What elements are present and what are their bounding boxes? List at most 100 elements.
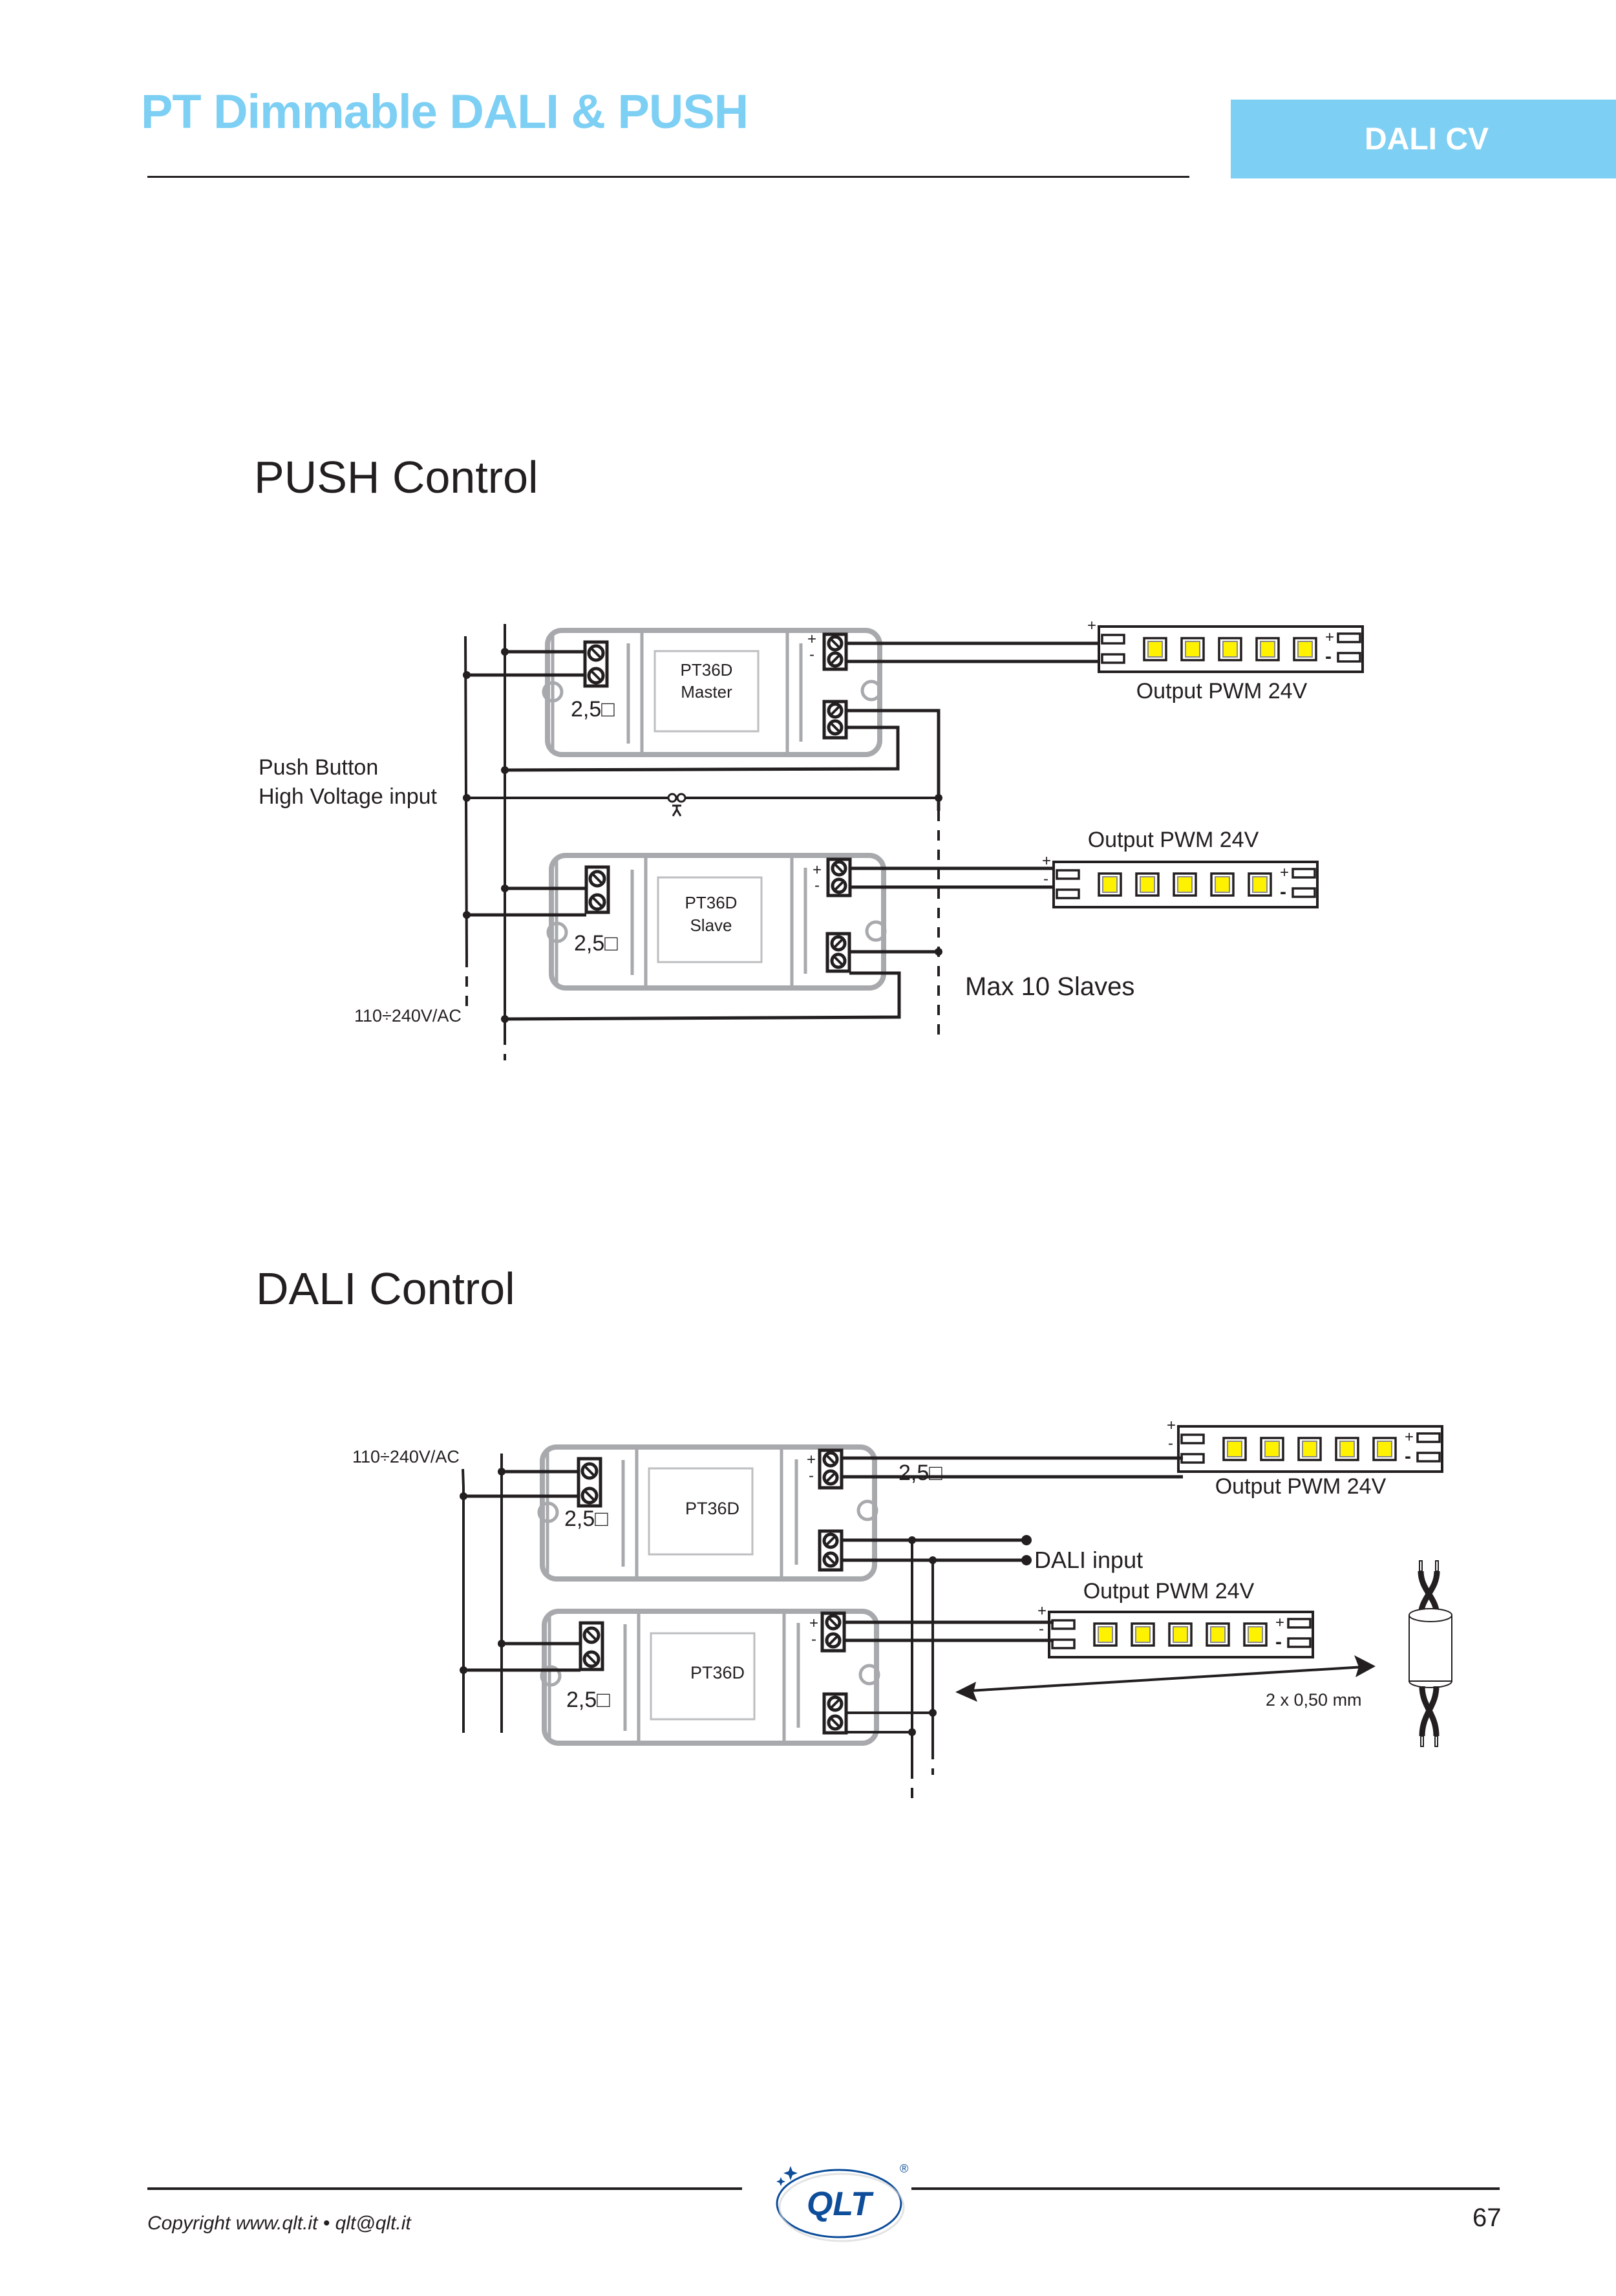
- master-device: PT36D Master 2,5□ + -: [542, 628, 882, 757]
- minus-label: -: [811, 1631, 816, 1648]
- strip-pad-minus: [1051, 1638, 1076, 1649]
- led-chip: [1339, 1441, 1355, 1457]
- output-wire-section-label: 2,5□: [898, 1461, 942, 1485]
- strip-minus-label: -: [1043, 870, 1048, 888]
- dali-device-1: PT36D 2,5□ + -: [537, 1444, 878, 1582]
- strip-minus-end-label: -: [1280, 881, 1286, 903]
- device-label-box: [657, 876, 763, 963]
- led-chip: [1227, 1441, 1242, 1457]
- strip-pad-minus: [1056, 888, 1080, 899]
- wire-section-label: 2,5□: [574, 931, 618, 956]
- strip-pad-plus-end: [1292, 868, 1316, 879]
- output-label: Output PWM 24V: [1136, 679, 1308, 703]
- plus-label: +: [807, 1451, 816, 1468]
- dali-input-terminal-b: [1021, 1555, 1032, 1565]
- strip-pad-minus-end: [1287, 1637, 1312, 1648]
- led-chip: [1098, 1626, 1113, 1643]
- device-model: PT36D: [681, 660, 733, 680]
- strip-minus-end-label: -: [1325, 646, 1332, 667]
- led-chip: [1302, 1441, 1317, 1457]
- twisted-pair-cable-icon: [1409, 1560, 1452, 1747]
- strip-plus-label: +: [1042, 852, 1051, 870]
- led-chip: [1135, 1626, 1151, 1643]
- page-number: 67: [1472, 2204, 1502, 2232]
- dali-input-terminal-a: [1021, 1535, 1032, 1545]
- led-chip: [1260, 641, 1275, 658]
- output-label: Output PWM 24V: [1088, 828, 1259, 852]
- header-divider: [147, 176, 1189, 178]
- arrow-right-icon: [1354, 1655, 1376, 1677]
- device-label-box: [648, 1467, 754, 1556]
- strip-pad-minus-end: [1416, 1452, 1441, 1463]
- wire-section-label: 2,5□: [571, 697, 615, 722]
- strip-pad-plus: [1056, 869, 1080, 880]
- strip-plus-end-label: +: [1325, 628, 1334, 646]
- mains-voltage-label: 110÷240V/AC: [352, 1447, 460, 1466]
- dali-control-title: DALI Control: [256, 1263, 515, 1314]
- strip-pad-minus-end: [1292, 887, 1316, 898]
- led-chip: [1177, 876, 1193, 893]
- strip-minus-end-label: -: [1275, 1631, 1282, 1653]
- mains-voltage-label: 110÷240V/AC: [354, 1006, 462, 1025]
- device-model: PT36D: [690, 1663, 745, 1682]
- push-control-diagram: PT36D Master 2,5□ + - Push Button High V…: [259, 624, 1134, 1060]
- push-button-label: Push Button: [259, 755, 378, 780]
- strip-pad-minus: [1101, 653, 1125, 664]
- device-label-box: [650, 1632, 756, 1721]
- plus-label: +: [809, 1615, 818, 1632]
- minus-label: -: [809, 646, 814, 663]
- led-strip: +-+-Output PWM 24V: [1037, 1579, 1314, 1658]
- slave-device: PT36D Slave 2,5□ + -: [546, 853, 887, 991]
- push-control-title: PUSH Control: [254, 452, 538, 502]
- strip-minus-label: -: [1039, 1620, 1044, 1638]
- led-chip: [1215, 876, 1230, 893]
- led-strips: +-+-Output PWM 24V+-+-Output PWM 24V+-+-…: [1037, 617, 1443, 1658]
- cable-length-arrow: [969, 1666, 1365, 1692]
- strip-pad-plus: [1101, 634, 1125, 645]
- mounting-hole-icon: [542, 681, 564, 703]
- copyright-text: Copyright www.qlt.it • qlt@qlt.it: [147, 2213, 411, 2234]
- strip-pad-minus: [1180, 1453, 1205, 1464]
- strip-plus-label: +: [1167, 1417, 1176, 1434]
- mounting-hole-icon: [540, 1665, 562, 1687]
- device-model: PT36D: [685, 1499, 739, 1518]
- strip-plus-end-label: +: [1275, 1614, 1284, 1631]
- cable-section-label: 2 x 0,50 mm: [1266, 1690, 1362, 1710]
- led-chip: [1140, 876, 1155, 893]
- led-strip: +-+-Output PWM 24V: [1042, 828, 1319, 908]
- mounting-hole-icon: [537, 1501, 559, 1523]
- device-model: PT36D: [685, 893, 738, 912]
- footer-divider-right: [911, 2187, 1500, 2190]
- strip-pad-plus-end: [1416, 1432, 1441, 1443]
- strip-minus-label: -: [1168, 1435, 1173, 1452]
- dali-device-2: PT36D 2,5□ + -: [540, 1609, 880, 1746]
- led-strip: +-+-Output PWM 24V: [1087, 617, 1364, 703]
- push-button-switch-icon: [667, 793, 686, 817]
- sparkle-icon: [776, 2177, 785, 2186]
- strip-minus-label: -: [1089, 635, 1094, 652]
- category-tab: DALI CV: [1231, 100, 1616, 178]
- led-chip: [1248, 1626, 1263, 1643]
- led-chip: [1377, 1441, 1392, 1457]
- mounting-hole-icon: [865, 920, 887, 942]
- led-chip: [1252, 876, 1268, 893]
- strip-pad-plus-end: [1337, 632, 1361, 643]
- strip-pad-plus-end: [1287, 1618, 1312, 1629]
- strip-plus-end-label: +: [1405, 1428, 1414, 1446]
- high-voltage-input-label: High Voltage input: [259, 784, 438, 809]
- footer-divider-left: [147, 2187, 742, 2190]
- led-chip: [1264, 1441, 1280, 1457]
- device-role: Master: [681, 682, 732, 702]
- led-chip: [1102, 876, 1118, 893]
- strip-plus-label: +: [1087, 617, 1096, 634]
- max-slaves-label: Max 10 Slaves: [965, 972, 1134, 1001]
- led-chip: [1147, 641, 1163, 658]
- led-chip: [1297, 641, 1313, 658]
- page-title: PT Dimmable DALI & PUSH: [141, 85, 749, 138]
- strip-pad-plus: [1051, 1619, 1076, 1630]
- mounting-hole-icon: [860, 680, 882, 702]
- wire-section-label: 2,5□: [564, 1507, 608, 1531]
- led-chip: [1222, 641, 1238, 658]
- strip-pad-plus: [1180, 1433, 1205, 1444]
